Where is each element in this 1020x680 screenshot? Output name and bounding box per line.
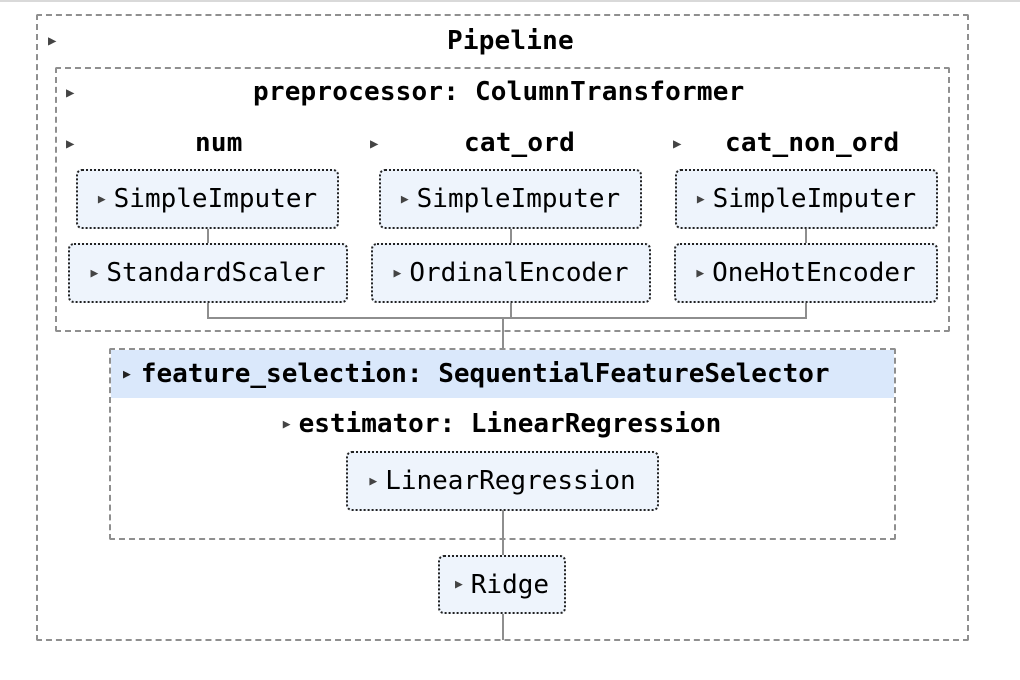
step-simple-imputer-cat-ord[interactable]: ▶ SimpleImputer [379, 169, 642, 229]
triangle-right-icon: ▶ [90, 265, 99, 281]
step-label: SimpleImputer [113, 184, 318, 214]
connector-line [805, 302, 807, 318]
step-linear-regression[interactable]: ▶ LinearRegression [346, 451, 659, 511]
connector-line [510, 302, 512, 318]
column-label: num [195, 128, 243, 158]
triangle-right-icon: ▶ [696, 265, 705, 281]
triangle-right-icon: ▶ [48, 33, 57, 49]
step-label: LinearRegression [385, 466, 636, 496]
connector-line [207, 317, 807, 319]
preprocessor-label: preprocessor: ColumnTransformer [253, 77, 745, 107]
step-ordinal-encoder[interactable]: ▶ OrdinalEncoder [371, 243, 651, 303]
column-label: cat_ord [464, 128, 575, 158]
connector-line [207, 228, 209, 244]
triangle-right-icon: ▶ [454, 577, 463, 592]
triangle-right-icon: ▶ [66, 136, 75, 152]
connector-line [207, 302, 209, 318]
column-header-cat-non-ord[interactable]: ▶ cat_non_ord [673, 128, 943, 160]
pipeline-label: Pipeline [447, 26, 574, 56]
column-header-cat-ord[interactable]: ▶ cat_ord [370, 128, 650, 160]
column-header-num[interactable]: ▶ num [66, 128, 346, 160]
triangle-right-icon: ▶ [97, 191, 106, 207]
triangle-right-icon: ▶ [282, 416, 291, 432]
connector-line [502, 613, 504, 640]
step-label: SimpleImputer [416, 184, 621, 214]
top-divider [0, 0, 1020, 2]
triangle-right-icon: ▶ [393, 265, 402, 281]
triangle-right-icon: ▶ [696, 191, 705, 207]
triangle-right-icon: ▶ [123, 366, 131, 382]
pipeline-header[interactable]: ▶ Pipeline [48, 24, 948, 60]
step-one-hot-encoder[interactable]: ▶ OneHotEncoder [674, 243, 938, 303]
feature-selection-label: feature_selection: SequentialFeatureSele… [140, 359, 830, 389]
step-simple-imputer-cat-non-ord[interactable]: ▶ SimpleImputer [675, 169, 938, 229]
step-ridge[interactable]: ▶ Ridge [438, 555, 566, 614]
step-label: Ridge [470, 569, 550, 600]
feature-selection-header[interactable]: ▶ feature_selection: SequentialFeatureSe… [111, 350, 894, 398]
step-label: SimpleImputer [712, 184, 917, 214]
triangle-right-icon: ▶ [66, 85, 75, 101]
connector-line [502, 510, 504, 556]
step-simple-imputer-num[interactable]: ▶ SimpleImputer [76, 169, 339, 229]
preprocessor-header[interactable]: ▶ preprocessor: ColumnTransformer [66, 77, 936, 111]
connector-line [510, 228, 512, 244]
connector-line [805, 228, 807, 244]
step-label: OrdinalEncoder [409, 258, 629, 288]
triangle-right-icon: ▶ [673, 136, 682, 152]
connector-line [502, 317, 504, 350]
step-standard-scaler[interactable]: ▶ StandardScaler [68, 243, 348, 303]
step-label: StandardScaler [106, 258, 326, 288]
pipeline-container [36, 14, 969, 641]
triangle-right-icon: ▶ [400, 191, 409, 207]
estimator-label: estimator: LinearRegression [298, 409, 722, 439]
triangle-right-icon: ▶ [369, 473, 378, 489]
step-label: OneHotEncoder [712, 258, 916, 288]
estimator-header[interactable]: ▶ estimator: LinearRegression [112, 406, 892, 442]
triangle-right-icon: ▶ [370, 136, 379, 152]
column-label: cat_non_ord [725, 128, 900, 158]
